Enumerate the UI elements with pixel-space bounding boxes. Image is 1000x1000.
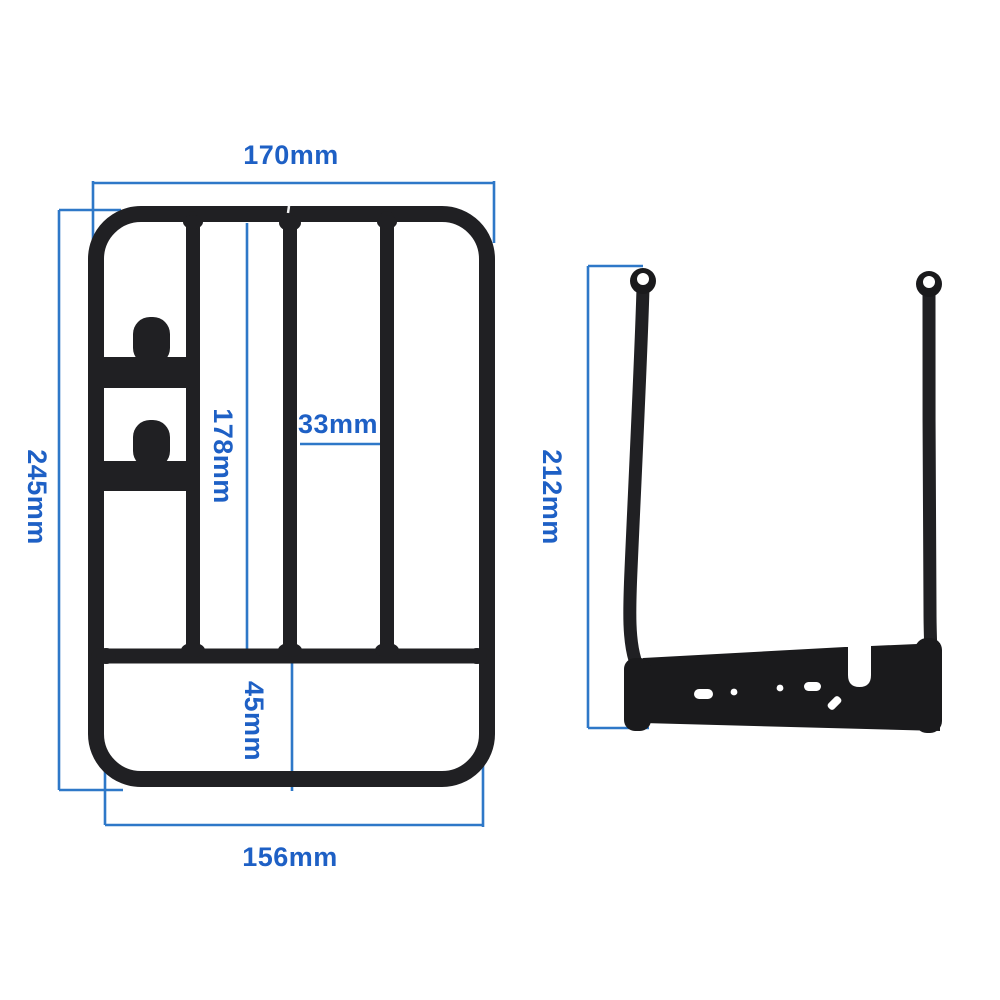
label-top-width: 170mm xyxy=(243,140,339,170)
label-inner-bar-height: 178mm xyxy=(208,408,238,504)
rack-weld-fillets xyxy=(96,215,487,664)
plate-slot-1 xyxy=(694,689,713,699)
bracket-holes xyxy=(637,273,935,710)
mounting-tab-plate-2 xyxy=(97,461,196,491)
luggage-rack-view xyxy=(88,205,495,787)
dimension-labels: 170mm 245mm 178mm 33mm 45mm 156mm 212mm xyxy=(22,140,567,872)
rack-tube-seam xyxy=(286,205,291,214)
plate-hole-2 xyxy=(776,684,784,692)
rack-tube-frame xyxy=(88,206,495,787)
label-overall-height: 245mm xyxy=(22,449,52,545)
rack-mounting-tabs xyxy=(97,317,196,491)
dim-line-overall-height xyxy=(57,208,123,792)
mounting-tab-hook-1 xyxy=(133,317,170,365)
bracket-sleeve-right xyxy=(915,638,942,733)
bracket-sleeve-left xyxy=(624,658,651,731)
eyelet-hole-right xyxy=(923,276,935,288)
label-bottom-width: 156mm xyxy=(242,842,338,872)
label-bar-spacing: 33mm xyxy=(298,409,378,439)
bracket-strut-right xyxy=(922,283,938,664)
dim-line-bottom-width xyxy=(103,748,485,827)
plate-hole-1 xyxy=(730,688,738,696)
mounting-tab-plate-1 xyxy=(97,357,196,388)
plate-slot-2 xyxy=(804,682,821,691)
mounting-bracket-view xyxy=(623,268,942,733)
eyelet-hole-left xyxy=(637,273,649,285)
bracket-strut-left xyxy=(623,281,650,667)
bracket-base-plate xyxy=(643,643,940,731)
mounting-tab-hook-2 xyxy=(133,420,170,468)
label-lower-section-height: 45mm xyxy=(239,681,269,761)
bracket-struts xyxy=(623,281,938,667)
plate-slot-angled xyxy=(827,696,842,710)
label-bracket-height: 212mm xyxy=(537,449,567,545)
bracket-solids xyxy=(624,268,942,733)
